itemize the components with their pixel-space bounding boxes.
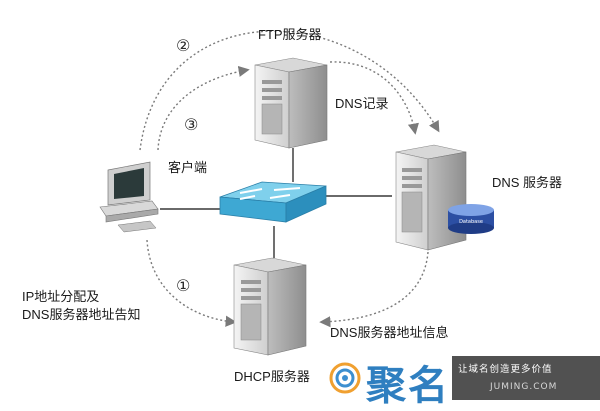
dns-server-label: DNS 服务器	[492, 175, 563, 190]
watermark-site: JUMING.COM	[490, 382, 558, 392]
dns-server-icon	[395, 144, 467, 251]
ftp-server-icon	[254, 57, 328, 149]
flow-arrows	[139, 30, 440, 328]
client-pc-icon	[99, 161, 159, 233]
watermark-tagline: 让域名创造更多价值	[458, 364, 553, 375]
dhcp-assign-label-line1: IP地址分配及	[22, 289, 100, 304]
dhcp-server-icon	[233, 257, 307, 356]
ftp-server-label: FTP服务器	[258, 27, 322, 42]
watermark-brand: 聚名	[366, 363, 450, 409]
step-2-marker: ②	[176, 38, 191, 55]
dhcp-assign-label-line2: DNS服务器地址告知	[22, 307, 141, 322]
dhcp-server-label: DHCP服务器	[234, 369, 310, 384]
switch-icon	[219, 181, 327, 223]
watermark-logo-icon	[329, 362, 361, 394]
network-links	[160, 148, 392, 258]
step-1-marker: ①	[176, 278, 191, 295]
watermark-banner: 让域名创造更多价值 JUMING.COM	[452, 356, 600, 400]
step-3-marker: ③	[184, 117, 199, 134]
dns-record-label: DNS记录	[335, 96, 389, 111]
network-diagram: Database	[99, 30, 494, 394]
database-icon: Database	[448, 204, 494, 234]
database-label: Database	[459, 219, 483, 225]
client-label: 客户端	[168, 160, 208, 175]
dns-info-label: DNS服务器地址信息	[330, 325, 449, 340]
